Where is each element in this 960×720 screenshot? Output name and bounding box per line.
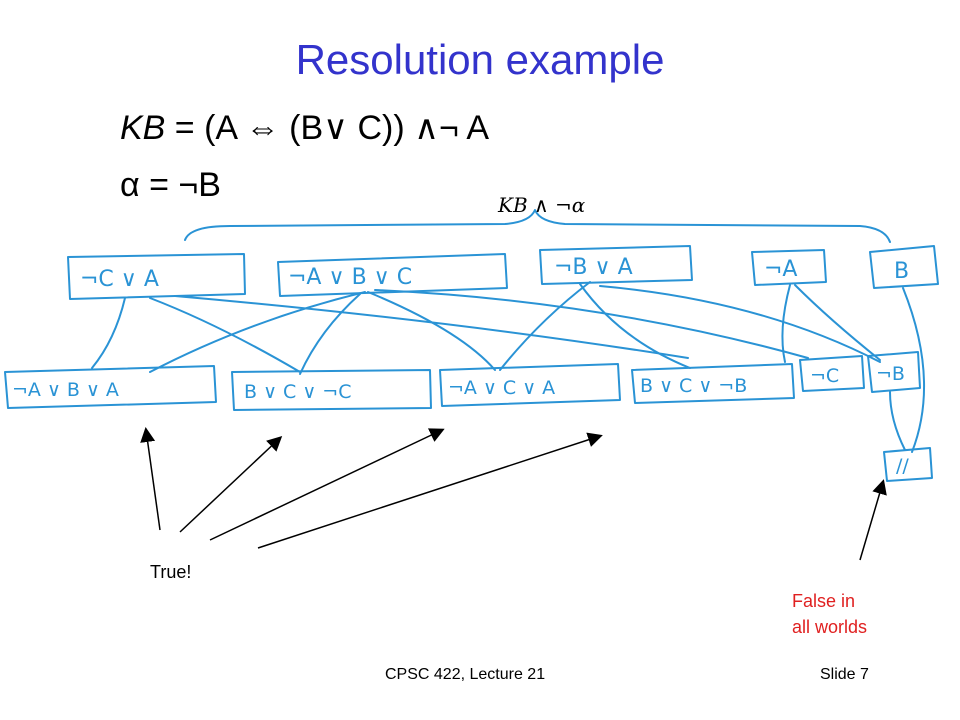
derived-label: B ∨ C ∨ ¬B xyxy=(640,375,747,397)
link xyxy=(299,293,361,375)
arrow-false xyxy=(859,479,887,561)
footer-slide-number: Slide 7 xyxy=(820,666,869,683)
kb-prefix: KB xyxy=(120,109,166,147)
link xyxy=(149,297,301,373)
derived-box-1 xyxy=(4,365,217,409)
clause-label: ¬A ∨ B ∨ C xyxy=(288,265,412,290)
false-label-line2: all worlds xyxy=(792,617,868,637)
alpha-formula: α = ¬B xyxy=(120,166,221,204)
clause-box-3 xyxy=(539,245,693,285)
derived-box-3 xyxy=(439,363,621,407)
link xyxy=(174,295,689,359)
clause-box-5 xyxy=(869,245,939,289)
derived-label: ¬B xyxy=(876,363,905,385)
derived-label: ¬A ∨ C ∨ A xyxy=(448,377,555,399)
derived-box-4 xyxy=(631,363,795,404)
clause-label: ¬A xyxy=(764,257,797,282)
slide-title: Resolution example xyxy=(295,36,665,83)
derived-box-2 xyxy=(231,369,432,411)
clause-label: ¬C ∨ A xyxy=(80,267,159,292)
arrow-true-3 xyxy=(209,428,445,541)
derived-label: ¬A ∨ B ∨ A xyxy=(12,379,119,401)
link xyxy=(902,287,926,453)
false-label-line1: False in xyxy=(792,591,856,611)
derived-box-5 xyxy=(799,355,865,392)
link xyxy=(781,284,791,363)
derived-box-6 xyxy=(867,351,921,393)
true-label: True! xyxy=(150,562,192,582)
empty-clause-label: // xyxy=(896,455,909,477)
link xyxy=(367,291,496,371)
empty-clause-box xyxy=(883,447,933,482)
link xyxy=(794,284,881,361)
kb-formula-text: = (A ⇔ (B∨ C)) ∧¬ A xyxy=(165,109,490,147)
arrow-true-1 xyxy=(140,427,161,531)
clause-box-2 xyxy=(277,253,508,297)
link xyxy=(889,391,906,451)
derived-label: ¬C xyxy=(810,365,839,387)
link xyxy=(599,285,881,363)
link xyxy=(149,291,366,373)
clause-box-4 xyxy=(751,249,827,286)
clause-label: ¬B ∨ A xyxy=(554,255,633,280)
link xyxy=(374,289,809,359)
false-label: False in all worlds xyxy=(792,588,867,640)
arrow-true-4 xyxy=(257,432,603,549)
kb-formula: KB = (A ⇔ (B∨ C)) ∧¬ A xyxy=(120,108,489,148)
link xyxy=(91,297,126,369)
link xyxy=(579,283,691,369)
link xyxy=(499,281,591,371)
derived-label: B ∨ C ∨ ¬C xyxy=(244,381,351,403)
arrow-true-2 xyxy=(179,435,283,533)
brace-label: KB ∧ ¬α xyxy=(497,193,586,217)
footer-course: CPSC 422, Lecture 21 xyxy=(385,666,546,683)
clause-box-1 xyxy=(67,253,246,300)
clause-label: B xyxy=(894,259,909,284)
kb-brace xyxy=(184,209,891,243)
